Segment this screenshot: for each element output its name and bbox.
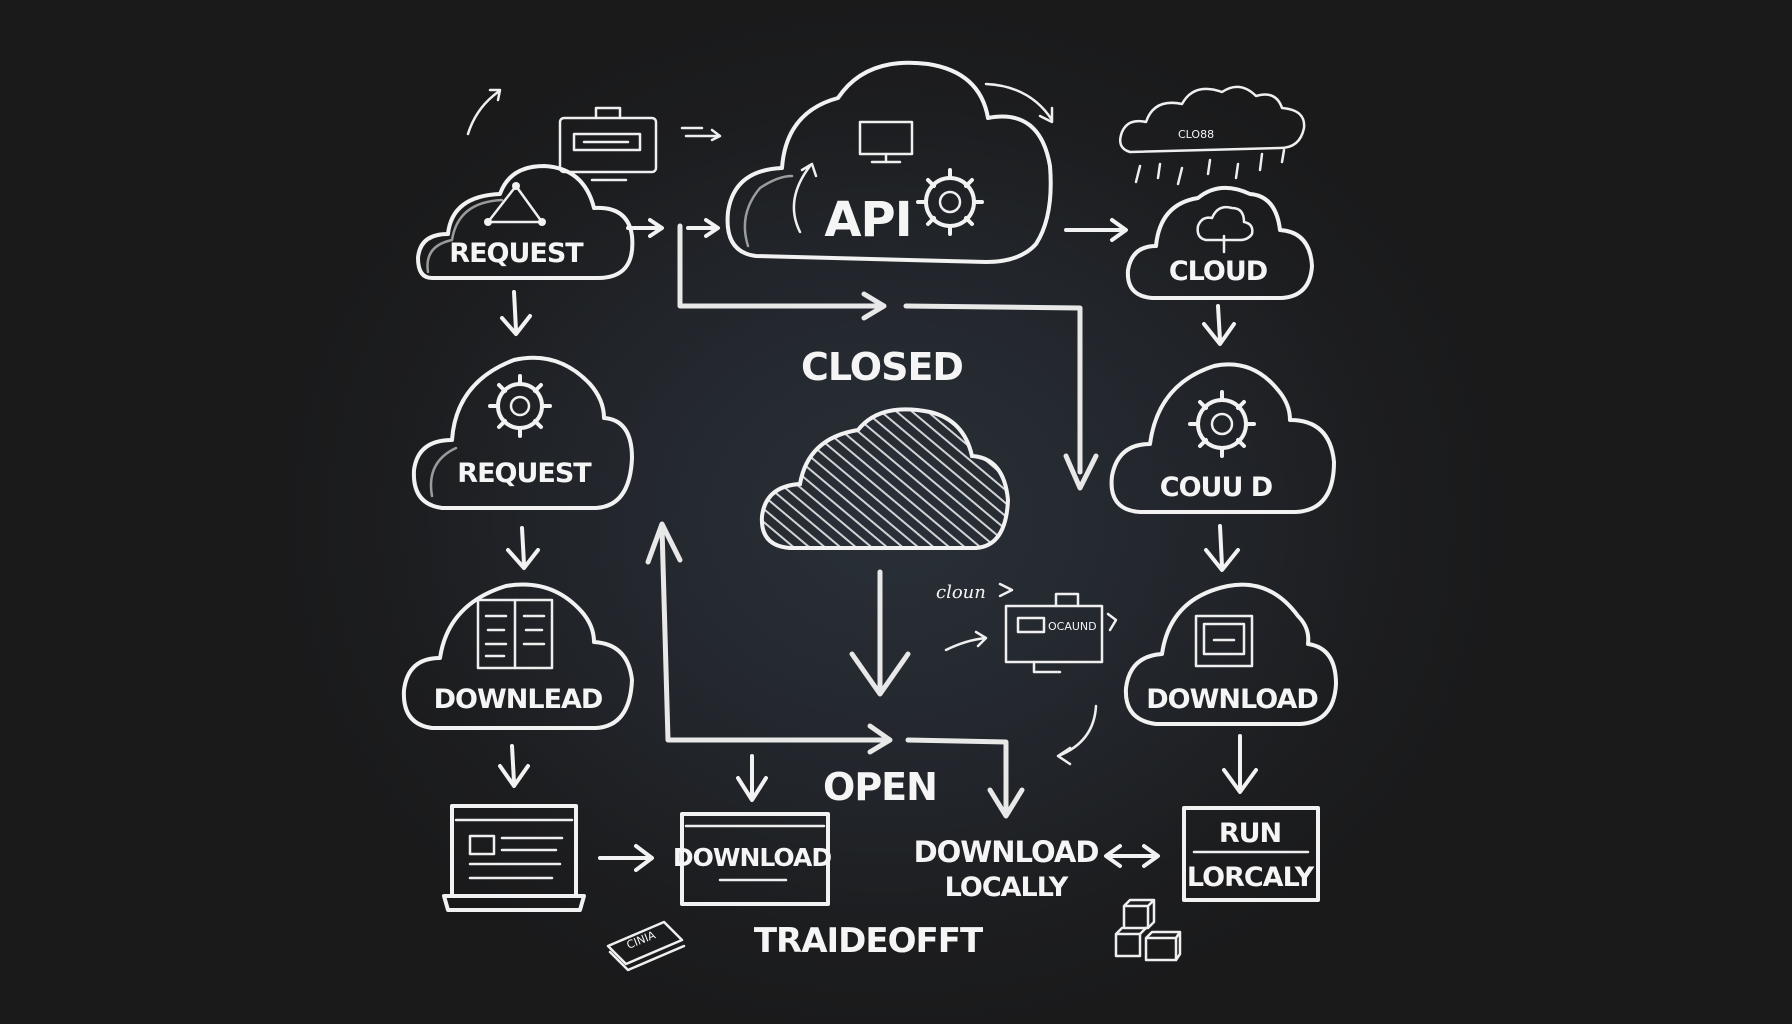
arrow-center-down bbox=[849, 569, 911, 697]
screen-icon bbox=[1194, 614, 1254, 668]
monitor-icon bbox=[558, 106, 658, 182]
download-cloud-left[interactable]: DOWNLEAD bbox=[401, 582, 634, 730]
cloud-mid-right[interactable]: COUU D bbox=[1109, 362, 1336, 514]
request-cloud-top[interactable]: REQUEST bbox=[416, 164, 635, 280]
download-left-label: DOWNLEAD bbox=[434, 684, 603, 715]
network-triangle-icon bbox=[484, 182, 546, 226]
gear-icon bbox=[916, 168, 984, 236]
curved-arrow-icon bbox=[792, 162, 818, 234]
computer-icon: OCAUND bbox=[1004, 592, 1118, 674]
run-label-1: RUN bbox=[1219, 818, 1281, 849]
arrow-request-to-api-2 bbox=[686, 218, 720, 238]
dash-arrow-icon bbox=[680, 126, 722, 142]
download-right-label: DOWNLOAD bbox=[1146, 684, 1318, 715]
open-path-line-2 bbox=[905, 737, 1025, 819]
computer-label: OCAUND bbox=[1048, 620, 1097, 633]
curved-arrow-icon bbox=[984, 82, 1054, 124]
small-arrow-icon bbox=[998, 582, 1014, 598]
api-cloud[interactable]: API bbox=[725, 60, 1053, 264]
arrow-down-left-2 bbox=[506, 526, 540, 570]
api-label: API bbox=[824, 192, 911, 248]
book-icon bbox=[476, 598, 554, 670]
request-mid-label: REQUEST bbox=[457, 458, 592, 489]
run-label-2: LORCALY bbox=[1187, 862, 1315, 893]
closed-label: CLOSED bbox=[801, 345, 963, 389]
cloun-label: cloun bbox=[936, 582, 986, 603]
chip-icon: CINIA bbox=[606, 920, 686, 972]
gear-icon bbox=[1188, 390, 1256, 458]
rain-cloud-icon: CLO88 bbox=[1119, 85, 1306, 186]
double-arrow bbox=[1104, 844, 1160, 868]
request-cloud-mid[interactable]: REQUEST bbox=[411, 355, 634, 510]
tradeoff-label: TRAIDEOFFT bbox=[754, 921, 984, 961]
arrow-down-right-1 bbox=[1202, 304, 1236, 346]
arrow-up bbox=[645, 521, 683, 565]
small-arrow-icon bbox=[944, 630, 988, 652]
cloud-top-label: CLOUD bbox=[1169, 256, 1267, 287]
download-cloud-right[interactable]: DOWNLOAD bbox=[1123, 582, 1338, 726]
arrow-laptop-to-download bbox=[598, 844, 654, 872]
arrow-down-mid bbox=[736, 754, 768, 802]
open-path-line bbox=[659, 525, 893, 755]
arrow-down-right-3 bbox=[1222, 734, 1258, 794]
arrow-down-left-3 bbox=[498, 744, 530, 788]
monitor-small-icon bbox=[858, 120, 914, 164]
request-top-label: REQUEST bbox=[449, 238, 584, 269]
center-cloud-icon bbox=[759, 407, 1011, 550]
closed-path-line bbox=[677, 223, 887, 321]
cloud-upload-icon bbox=[1196, 205, 1254, 254]
closed-path-line-2 bbox=[903, 303, 1099, 491]
run-locally-box[interactable]: RUN LORCALY bbox=[1182, 806, 1320, 902]
open-label: OPEN bbox=[823, 765, 937, 809]
curved-arrow-icon bbox=[466, 88, 502, 136]
gear-icon bbox=[488, 374, 552, 438]
cloud-top-right[interactable]: CLOUD bbox=[1125, 186, 1314, 300]
arrow-request-to-api bbox=[626, 218, 664, 238]
laptop-icon bbox=[442, 804, 586, 912]
cloud-mid-label: COUU D bbox=[1160, 472, 1272, 503]
arrow-down-right-2 bbox=[1204, 524, 1240, 572]
download-locally-label-2: LOCALLY bbox=[945, 872, 1069, 903]
cubes-icon bbox=[1114, 898, 1182, 962]
arrow-down-left-1 bbox=[500, 290, 532, 336]
arrow-api-to-cloud bbox=[1064, 218, 1128, 242]
curved-arrow-icon bbox=[1056, 704, 1098, 766]
download-box-label: DOWNLOAD bbox=[673, 843, 831, 872]
download-box[interactable]: DOWNLOAD bbox=[673, 812, 832, 906]
rain-cloud-label: CLO88 bbox=[1178, 128, 1214, 141]
download-locally-label-1: DOWNLOAD bbox=[914, 835, 1099, 869]
